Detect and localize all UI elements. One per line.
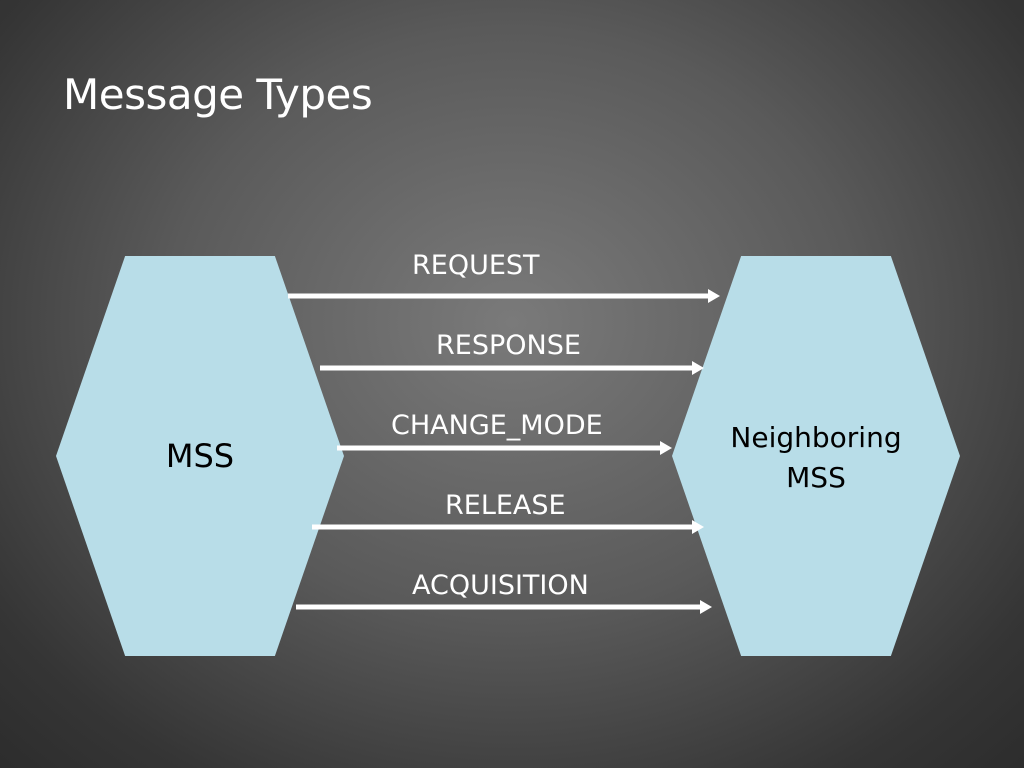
mss-label: MSS bbox=[165, 437, 235, 475]
message-label-release: RELEASE bbox=[445, 490, 566, 521]
slide-title: Message Types bbox=[63, 70, 373, 119]
message-label-acquisition: ACQUISITION bbox=[412, 570, 589, 601]
neighboring-mss-hexagon bbox=[672, 256, 960, 656]
neighboring-mss-label-line2: MSS bbox=[786, 461, 846, 494]
message-label-response: RESPONSE bbox=[436, 330, 581, 361]
neighboring-mss-label-line1: Neighboring bbox=[730, 421, 902, 454]
message-label-request: REQUEST bbox=[412, 250, 540, 281]
neighboring-mss-label: Neighboring MSS bbox=[672, 418, 960, 498]
message-label-change-mode: CHANGE_MODE bbox=[391, 410, 603, 441]
arrow-request bbox=[288, 289, 720, 303]
arrow-release bbox=[312, 520, 704, 534]
mss-hexagon bbox=[56, 256, 344, 656]
arrow-response bbox=[320, 361, 704, 375]
arrow-acquisition bbox=[296, 600, 712, 614]
arrow-change-mode bbox=[337, 441, 672, 455]
